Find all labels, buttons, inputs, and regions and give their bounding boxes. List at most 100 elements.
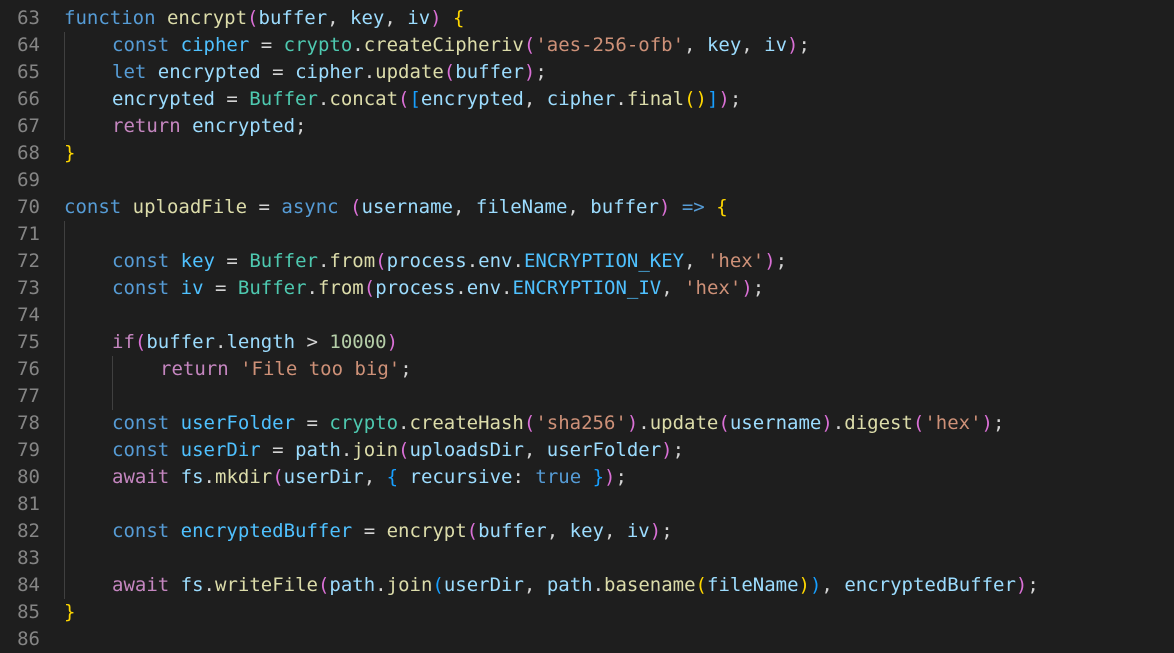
code-line[interactable]: 86 xyxy=(0,626,1174,653)
code-token: } xyxy=(592,466,605,488)
indent-guide xyxy=(64,545,65,572)
code-token: = xyxy=(203,277,238,299)
code-token: ; xyxy=(993,412,1005,434)
code-token: Buffer xyxy=(237,277,307,299)
code-token: { xyxy=(453,7,465,29)
code-text[interactable]: return 'File too big'; xyxy=(160,356,412,383)
code-line[interactable]: 74 xyxy=(0,302,1174,329)
code-token: . xyxy=(203,466,215,488)
line-number: 71 xyxy=(17,223,40,245)
indent-guide xyxy=(64,437,65,464)
code-token: userDir xyxy=(180,439,261,461)
code-token: from xyxy=(329,250,376,272)
code-text[interactable]: await fs.mkdir(userDir, { recursive: tru… xyxy=(112,464,627,491)
code-token: encrypted xyxy=(192,115,296,137)
code-token: cipher xyxy=(180,34,250,56)
indent-guide xyxy=(64,329,65,356)
code-text[interactable]: } xyxy=(64,140,75,167)
code-token xyxy=(169,412,180,434)
code-token: userFolder xyxy=(546,439,662,461)
code-token: ENCRYPTION_IV xyxy=(512,277,662,299)
line-number: 83 xyxy=(17,547,40,569)
code-token: , xyxy=(327,7,351,29)
code-token: . xyxy=(501,277,513,299)
code-token: crypto xyxy=(283,34,353,56)
code-text[interactable]: } xyxy=(64,599,75,626)
code-token: { xyxy=(716,196,728,218)
code-text[interactable]: function encrypt(buffer, key, iv) { xyxy=(64,5,465,32)
code-token xyxy=(169,277,180,299)
code-line[interactable]: 81 xyxy=(0,491,1174,518)
code-token xyxy=(670,196,681,218)
code-token: . xyxy=(214,331,227,353)
code-token: . xyxy=(317,88,330,110)
code-text[interactable]: await fs.writeFile(path.join(userDir, pa… xyxy=(112,572,1039,599)
code-line[interactable]: 84 await fs.writeFile(path.join(userDir, … xyxy=(0,572,1174,599)
code-line[interactable]: 68} xyxy=(0,140,1174,167)
code-token: iv xyxy=(764,34,788,56)
code-text[interactable]: const cipher = crypto.createCipheriv('ae… xyxy=(112,32,810,59)
code-token: ] xyxy=(706,88,719,110)
code-token: ) xyxy=(430,7,442,29)
code-token: buffer xyxy=(590,196,659,218)
code-text[interactable]: const uploadFile = async (username, file… xyxy=(64,194,728,221)
code-token: . xyxy=(638,412,650,434)
line-number: 69 xyxy=(17,169,40,191)
code-token: function xyxy=(64,7,156,29)
code-token: const xyxy=(112,34,170,56)
code-token: ; xyxy=(535,61,547,83)
code-token xyxy=(339,196,350,218)
code-text[interactable]: const userFolder = crypto.createHash('sh… xyxy=(112,410,1004,437)
code-text[interactable]: const userDir = path.join(uploadsDir, us… xyxy=(112,437,684,464)
code-token: ) xyxy=(649,520,662,542)
code-text[interactable]: let encrypted = cipher.update(buffer); xyxy=(112,59,547,86)
indent-guide xyxy=(64,248,65,275)
code-token: , xyxy=(567,196,591,218)
code-token: , xyxy=(741,34,765,56)
indent-guide xyxy=(64,491,65,518)
code-line[interactable]: 71 xyxy=(0,221,1174,248)
code-token: buffer xyxy=(258,7,328,29)
code-text[interactable]: const iv = Buffer.from(process.env.ENCRY… xyxy=(112,275,764,302)
code-token: ; xyxy=(400,358,412,380)
code-text[interactable]: const key = Buffer.from(process.env.ENCR… xyxy=(112,248,787,275)
code-token: , xyxy=(684,34,707,56)
code-line[interactable]: 69 xyxy=(0,167,1174,194)
code-line[interactable]: 83 xyxy=(0,545,1174,572)
code-text[interactable]: const encryptedBuffer = encrypt(buffer, … xyxy=(112,518,673,545)
code-token: buffer xyxy=(146,331,215,353)
code-token: process xyxy=(375,277,456,299)
code-token: , xyxy=(603,520,627,542)
code-token xyxy=(121,196,132,218)
code-token: key xyxy=(569,520,604,542)
line-number: 77 xyxy=(17,385,40,407)
code-token: ) xyxy=(764,250,776,272)
code-token: , xyxy=(523,88,547,110)
code-text[interactable]: encrypted = Buffer.concat([encrypted, ci… xyxy=(112,86,741,113)
code-line[interactable]: 85} xyxy=(0,599,1174,626)
line-number: 84 xyxy=(17,574,40,596)
code-token: update xyxy=(649,412,719,434)
code-token: encrypted xyxy=(112,88,215,110)
code-token: ( xyxy=(912,412,925,434)
code-token xyxy=(169,574,180,596)
code-text[interactable]: if(buffer.length > 10000) xyxy=(112,329,398,356)
code-text[interactable]: return encrypted; xyxy=(112,113,307,140)
code-line[interactable]: 77 xyxy=(0,383,1174,410)
